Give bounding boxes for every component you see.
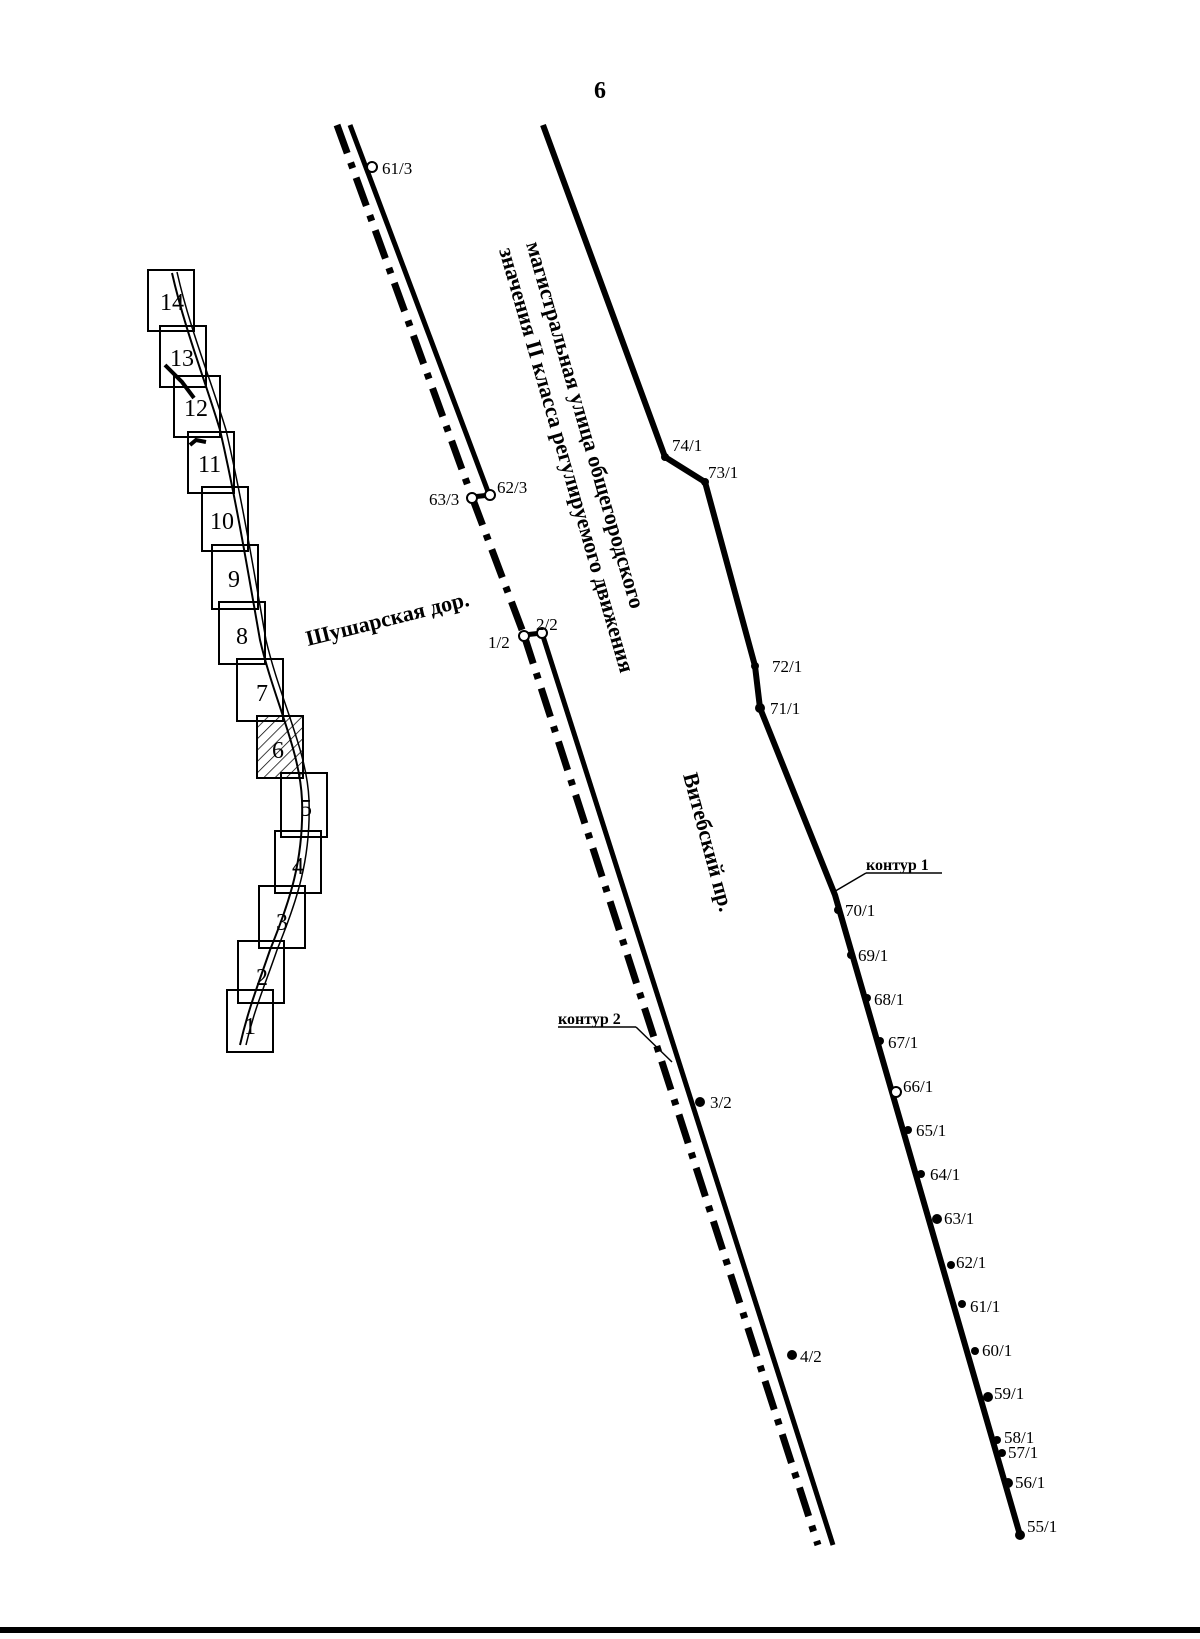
point-label-59-1: 59/1 — [994, 1384, 1024, 1403]
point-label-70-1: 70/1 — [845, 901, 875, 920]
svg-text:11: 11 — [198, 452, 221, 478]
point-label-66-1: 66/1 — [903, 1077, 933, 1096]
point-label-64-1: 64/1 — [930, 1165, 960, 1184]
page-number: 6 — [594, 78, 606, 104]
index-road-branch — [163, 363, 196, 400]
point-label-73-1: 73/1 — [708, 463, 738, 482]
point-label-63-3: 63/3 — [429, 490, 459, 509]
contour1-points: 74/1 73/1 72/1 71/1 70/1 69/1 68/1 67/1 … — [661, 436, 1057, 1540]
point-label-62-3: 62/3 — [497, 478, 527, 497]
index-road-trace — [171, 272, 304, 1046]
sheet-5: 5 — [280, 772, 328, 838]
point-label-63-1: 63/1 — [944, 1209, 974, 1228]
road-dashdot-line — [333, 123, 822, 1547]
shusharskaya-label: Шушарская дор. — [303, 586, 471, 651]
sheet-7: 7 — [236, 658, 284, 722]
sheet-9: 9 — [211, 544, 259, 610]
contour2-label: контур 2 — [558, 1011, 621, 1028]
point-label-62-1: 62/1 — [956, 1253, 986, 1272]
point-label-1-2: 1/2 — [488, 633, 510, 652]
sheet-14: 14 — [147, 269, 195, 332]
point-label-71-1: 71/1 — [770, 699, 800, 718]
point-label-74-1: 74/1 — [672, 436, 702, 455]
point-label-61-3: 61/3 — [382, 159, 412, 178]
svg-text:13: 13 — [170, 346, 194, 372]
point-label-61-1: 61/1 — [970, 1297, 1000, 1316]
contour1-line — [540, 123, 1023, 1536]
contour2-leader: контур 2 — [558, 1011, 673, 1063]
index-sheet-grid: 14 13 12 11 10 9 8 7 — [147, 269, 328, 1053]
contour1-label: контур 1 — [866, 857, 929, 874]
sheet-6-highlighted: 6 — [256, 715, 304, 779]
point-label-67-1: 67/1 — [888, 1033, 918, 1052]
point-label-72-1: 72/1 — [772, 657, 802, 676]
point-label-55-1: 55/1 — [1027, 1517, 1057, 1536]
sheet-1: 1 — [226, 989, 274, 1053]
svg-text:12: 12 — [184, 396, 208, 422]
svg-text:9: 9 — [228, 567, 240, 593]
point-label-65-1: 65/1 — [916, 1121, 946, 1140]
sheet-12: 12 — [173, 375, 221, 438]
point-label-2-2: 2/2 — [536, 615, 558, 634]
index-road-branch-2 — [188, 437, 207, 447]
contour1-leader: контур 1 — [831, 857, 942, 894]
contour2-points: 61/3 62/3 63/3 2/2 1/2 3/2 4/2 — [366, 159, 822, 1366]
point-label-4-2: 4/2 — [800, 1347, 822, 1366]
svg-text:7: 7 — [256, 681, 268, 707]
vitebsky-label: Витебский пр. — [678, 770, 739, 914]
svg-text:8: 8 — [236, 624, 248, 650]
svg-text:10: 10 — [210, 509, 234, 535]
point-label-57-1: 57/1 — [1008, 1443, 1038, 1462]
index-road-trace-outer — [176, 271, 310, 1046]
point-label-68-1: 68/1 — [874, 990, 904, 1009]
sheet-13: 13 — [159, 325, 207, 388]
sheet-10: 10 — [201, 486, 249, 552]
point-label-60-1: 60/1 — [982, 1341, 1012, 1360]
point-label-58-1: 58/1 — [1004, 1428, 1034, 1447]
point-label-3-2: 3/2 — [710, 1093, 732, 1112]
point-label-56-1: 56/1 — [1015, 1473, 1045, 1492]
svg-text:6: 6 — [272, 738, 284, 764]
point-label-69-1: 69/1 — [858, 946, 888, 965]
sheet-11: 11 — [187, 431, 235, 494]
